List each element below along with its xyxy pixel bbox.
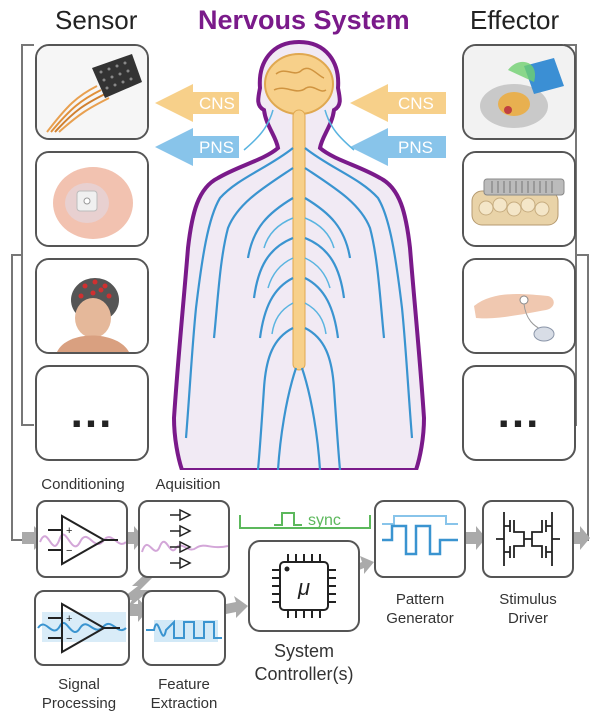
arrow-out-of-driver xyxy=(572,526,590,550)
feature-extraction-block[interactable] xyxy=(142,590,226,666)
feature-extraction-label-line1: Feature xyxy=(138,675,230,694)
system-controller-block[interactable]: μ xyxy=(248,540,360,632)
pattern-generator-label-line2: Generator xyxy=(370,609,470,628)
stimulus-driver-label-line2: Driver xyxy=(478,609,578,628)
signal-processing-label-line1: Signal xyxy=(24,675,134,694)
pattern-generator-block[interactable] xyxy=(374,500,466,578)
h-bridge-icon xyxy=(484,502,572,576)
signal-processing-label-line2: Processing xyxy=(24,694,134,713)
amplifier-icon: + − xyxy=(38,502,126,576)
acquisition-block[interactable] xyxy=(138,500,230,578)
arrow-feature-to-controller xyxy=(226,596,248,618)
stimulus-driver-label-line1: Stimulus xyxy=(478,590,578,609)
feature-extraction-label-line2: Extraction xyxy=(138,694,230,713)
sync-pulse-icon xyxy=(274,513,302,525)
system-controller-label-line1: System xyxy=(244,640,364,663)
microcontroller-icon: μ xyxy=(250,542,358,630)
signal-processing-label: Signal Processing xyxy=(24,675,134,713)
signal-processing-block[interactable]: + − xyxy=(34,590,130,666)
svg-text:−: − xyxy=(66,633,72,645)
pattern-generator-label: Pattern Generator xyxy=(370,590,470,628)
stimulus-driver-block[interactable] xyxy=(482,500,574,578)
sync-signal: sync xyxy=(272,507,352,531)
micro-symbol: μ xyxy=(297,575,310,600)
multiplexer-icon xyxy=(140,502,228,576)
svg-text:+: + xyxy=(66,525,72,537)
system-controller-label-line2: Controller(s) xyxy=(244,663,364,686)
feature-extraction-label: Feature Extraction xyxy=(138,675,230,713)
conditioning-block[interactable]: + − xyxy=(36,500,128,578)
pattern-generator-label-line1: Pattern xyxy=(370,590,470,609)
sync-label: sync xyxy=(308,512,341,529)
feature-waveform-icon xyxy=(144,592,224,664)
svg-text:+: + xyxy=(66,613,72,625)
stimulus-driver-label: Stimulus Driver xyxy=(478,590,578,628)
filter-amplifier-icon: + − xyxy=(36,592,128,664)
system-controller-label: System Controller(s) xyxy=(244,640,364,686)
svg-text:−: − xyxy=(66,545,72,557)
pulse-pattern-icon xyxy=(376,502,464,576)
